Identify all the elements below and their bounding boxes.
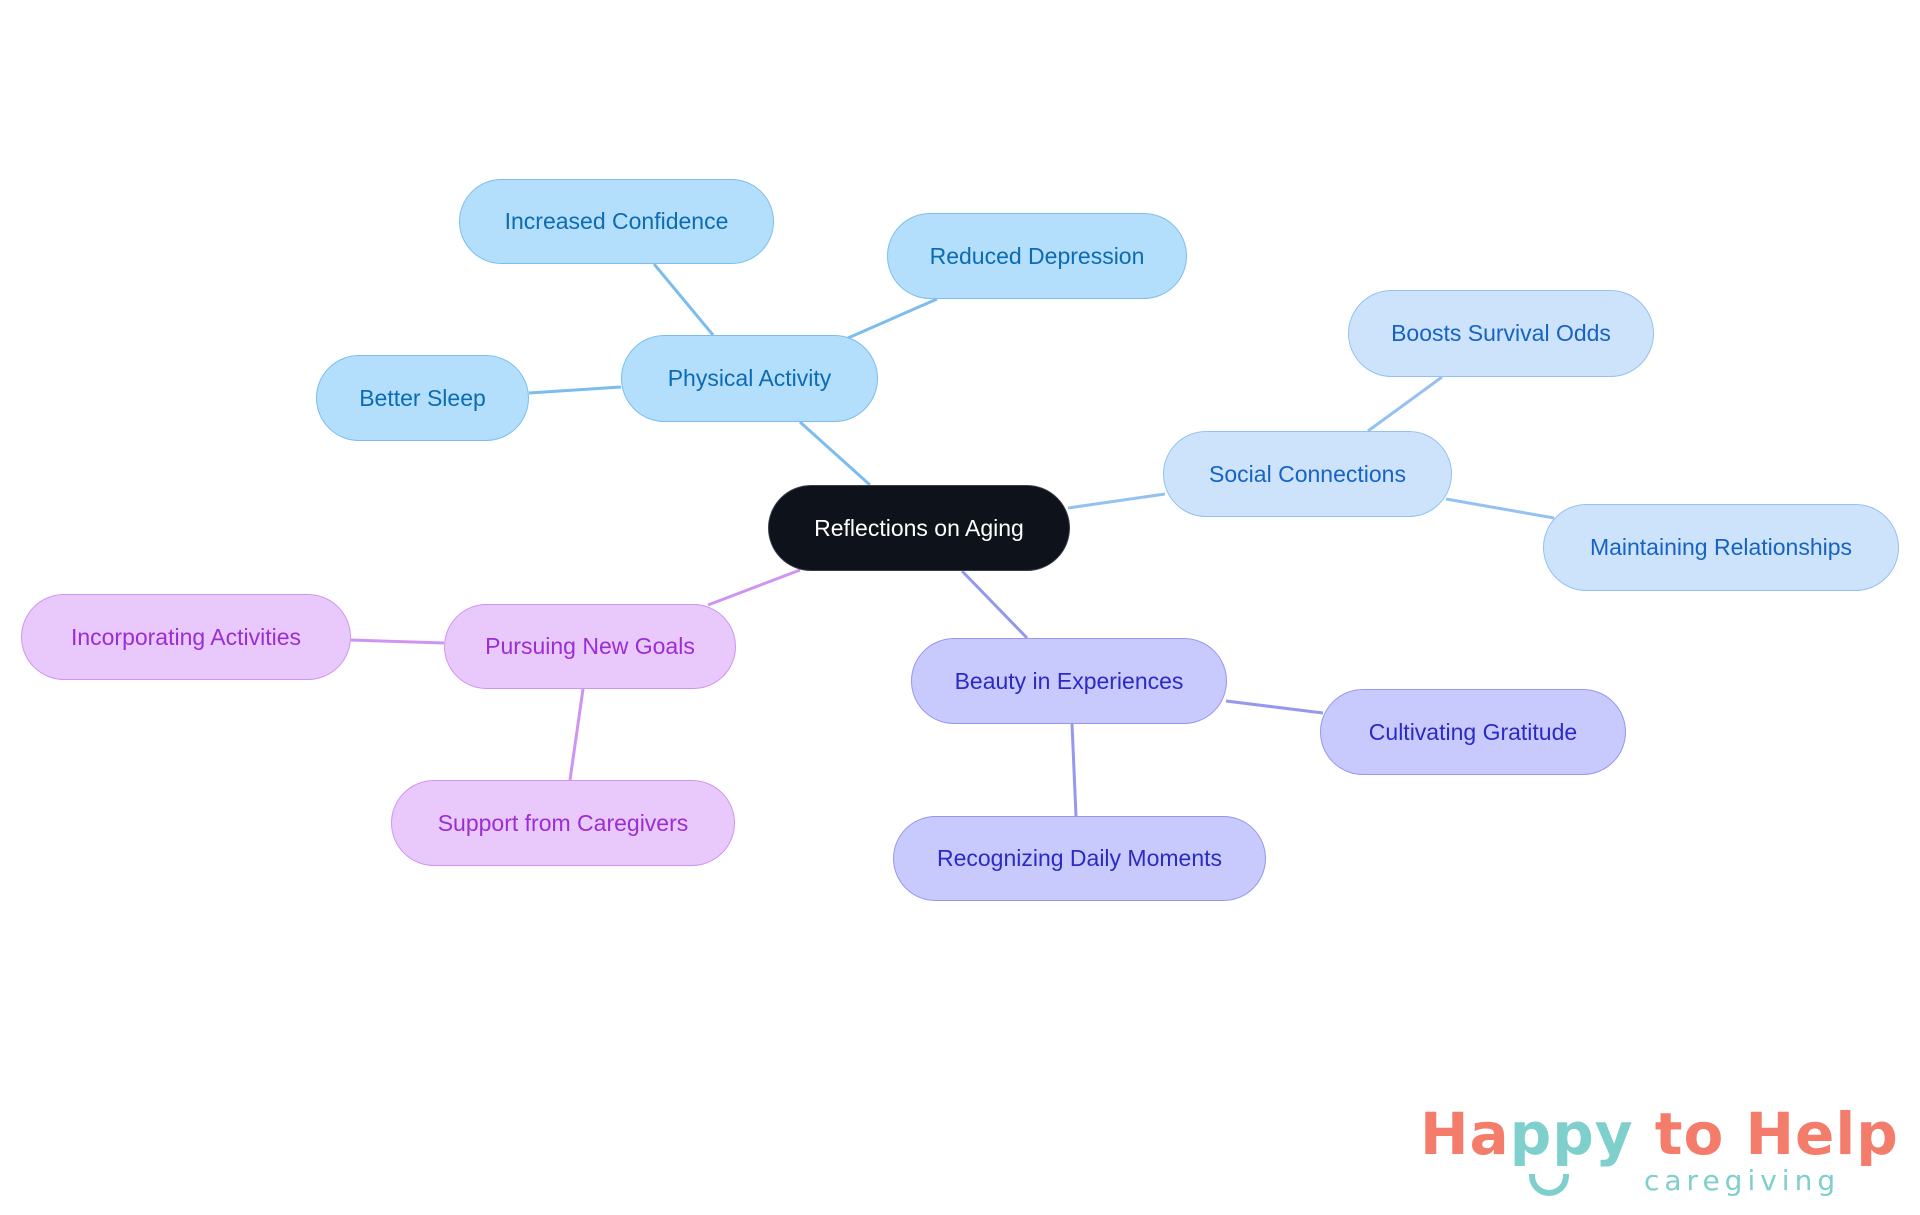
node-label: Support from Caregivers (437, 809, 689, 836)
logo-wordmark: Happy to Help (1420, 1100, 1899, 1168)
branch-node-social-connections[interactable]: Social Connections (1163, 431, 1452, 517)
edge-root-beauty (960, 569, 1029, 640)
edge-root-goals (707, 568, 801, 607)
node-label: Increased Confidence (504, 208, 729, 234)
edge-goals-activities (350, 638, 445, 645)
edge-goals-caregivers (568, 688, 585, 781)
leaf-node-better-sleep[interactable]: Better Sleep (316, 355, 529, 441)
leaf-node-boosts-survival-odds[interactable]: Boosts Survival Odds (1348, 290, 1654, 377)
leaf-node-incorporating-activities[interactable]: Incorporating Activities (21, 594, 351, 680)
edge-physical-confidence (652, 263, 715, 336)
edge-root-physical (798, 420, 872, 487)
logo-text-to-help: to Help (1633, 1100, 1899, 1168)
root-node-reflections-on-aging[interactable]: Reflections on Aging (768, 485, 1070, 571)
leaf-node-maintaining-relationships[interactable]: Maintaining Relationships (1543, 504, 1899, 591)
node-label: Social Connections (1209, 460, 1406, 487)
edge-root-social (1067, 492, 1166, 510)
node-label: Reduced Depression (929, 242, 1145, 269)
leaf-node-increased-confidence[interactable]: Increased Confidence (459, 179, 774, 264)
logo-text-ppy: ppy (1509, 1100, 1634, 1168)
leaf-node-reduced-depression[interactable]: Reduced Depression (887, 213, 1187, 299)
edge-social-relationships (1445, 497, 1555, 520)
leaf-node-support-from-caregivers[interactable]: Support from Caregivers (391, 780, 735, 866)
node-label: Better Sleep (359, 384, 486, 411)
branch-node-beauty-in-experiences[interactable]: Beauty in Experiences (911, 638, 1227, 724)
node-label: Maintaining Relationships (1589, 534, 1853, 560)
branch-node-physical-activity[interactable]: Physical Activity (621, 335, 878, 422)
edge-beauty-gratitude (1225, 699, 1324, 715)
node-label: Physical Activity (667, 365, 832, 391)
node-label: Recognizing Daily Moments (936, 845, 1223, 871)
branch-node-pursuing-new-goals[interactable]: Pursuing New Goals (444, 604, 736, 689)
edge-beauty-moments (1070, 723, 1078, 817)
node-label: Incorporating Activities (70, 623, 302, 650)
node-label: Cultivating Gratitude (1368, 718, 1578, 745)
happy-to-help-logo: Happy to Help caregiving (1420, 1100, 1898, 1210)
edge-physical-sleep (528, 385, 622, 395)
node-label: Reflections on Aging (814, 514, 1024, 541)
leaf-node-recognizing-daily-moments[interactable]: Recognizing Daily Moments (893, 816, 1266, 901)
node-label: Pursuing New Goals (485, 633, 695, 659)
node-label: Boosts Survival Odds (1391, 320, 1611, 346)
logo-subtitle: caregiving (1644, 1164, 1841, 1197)
leaf-node-cultivating-gratitude[interactable]: Cultivating Gratitude (1320, 689, 1626, 775)
node-label: Beauty in Experiences (954, 667, 1184, 694)
logo-text-ha: Ha (1420, 1100, 1510, 1168)
edge-social-survival (1367, 375, 1443, 433)
smile-icon (1529, 1174, 1569, 1196)
edge-physical-depression (847, 297, 938, 340)
